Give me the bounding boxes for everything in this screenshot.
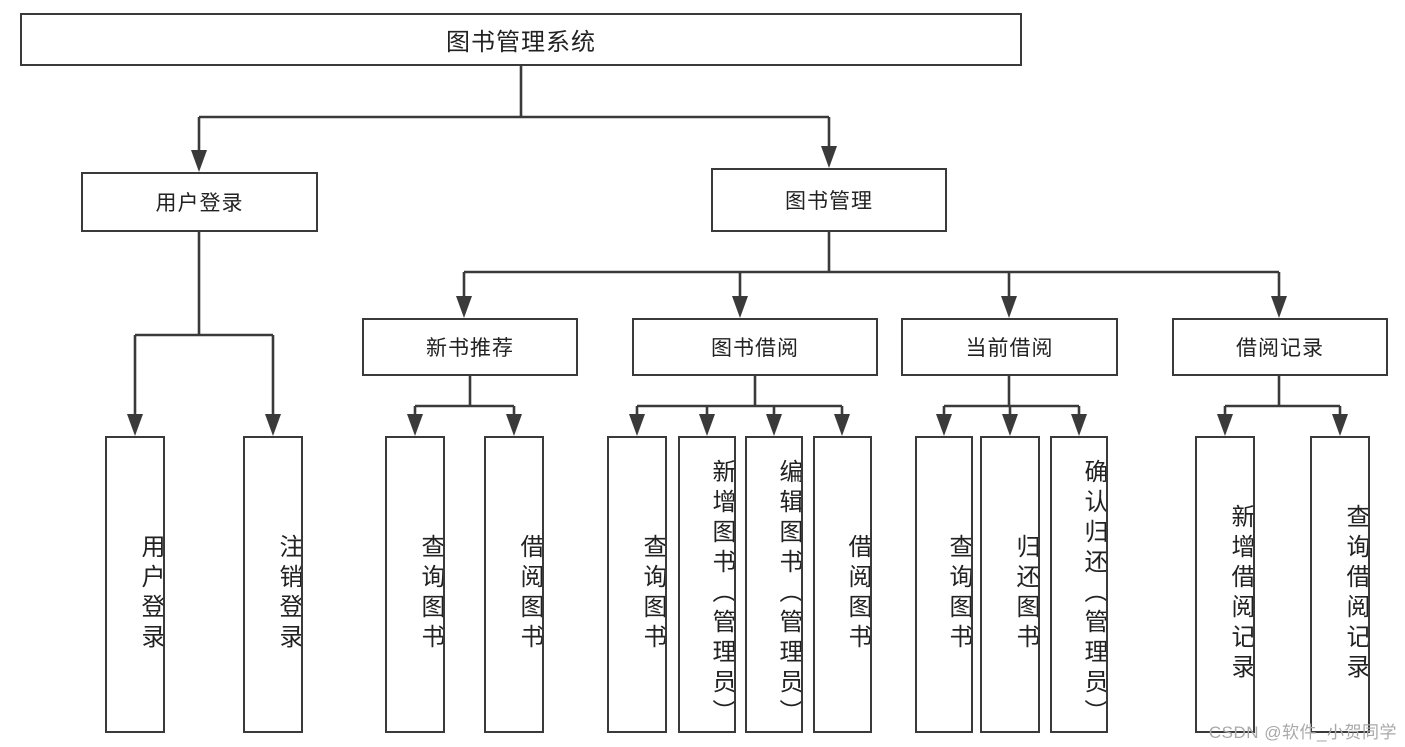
node-new-book-recommend[interactable]: 新书推荐 bbox=[362, 318, 578, 376]
leaf-edit-book-admin[interactable]: 编辑图书（管理员） bbox=[745, 436, 803, 733]
node-root-system[interactable]: 图书管理系统 bbox=[20, 13, 1022, 66]
leaf-add-book-admin[interactable]: 新增图书（管理员） bbox=[678, 436, 736, 733]
leaf-add-borrow-record[interactable]: 新增借阅记录 bbox=[1195, 436, 1255, 733]
leaf-query-book-recommend[interactable]: 查询图书 bbox=[385, 436, 445, 733]
leaf-query-book-current[interactable]: 查询图书 bbox=[915, 436, 973, 733]
node-book-management[interactable]: 图书管理 bbox=[711, 168, 947, 232]
node-book-borrow[interactable]: 图书借阅 bbox=[632, 318, 878, 376]
leaf-return-book[interactable]: 归还图书 bbox=[980, 436, 1040, 733]
leaf-borrow-book-recommend[interactable]: 借阅图书 bbox=[484, 436, 544, 733]
node-borrow-record[interactable]: 借阅记录 bbox=[1172, 318, 1388, 376]
leaf-user-logout[interactable]: 注销登录 bbox=[243, 436, 303, 733]
csdn-watermark: CSDN @软件_小贺同学 bbox=[1208, 723, 1397, 742]
leaf-user-login[interactable]: 用户登录 bbox=[105, 436, 165, 733]
node-user-login[interactable]: 用户登录 bbox=[81, 172, 318, 232]
leaf-borrow-book-borrow[interactable]: 借阅图书 bbox=[813, 436, 872, 733]
leaf-query-book-borrow[interactable]: 查询图书 bbox=[607, 436, 667, 733]
leaf-confirm-return-admin[interactable]: 确认归还（管理员） bbox=[1050, 436, 1108, 733]
leaf-query-borrow-record[interactable]: 查询借阅记录 bbox=[1310, 436, 1370, 733]
node-current-borrow[interactable]: 当前借阅 bbox=[901, 318, 1118, 376]
